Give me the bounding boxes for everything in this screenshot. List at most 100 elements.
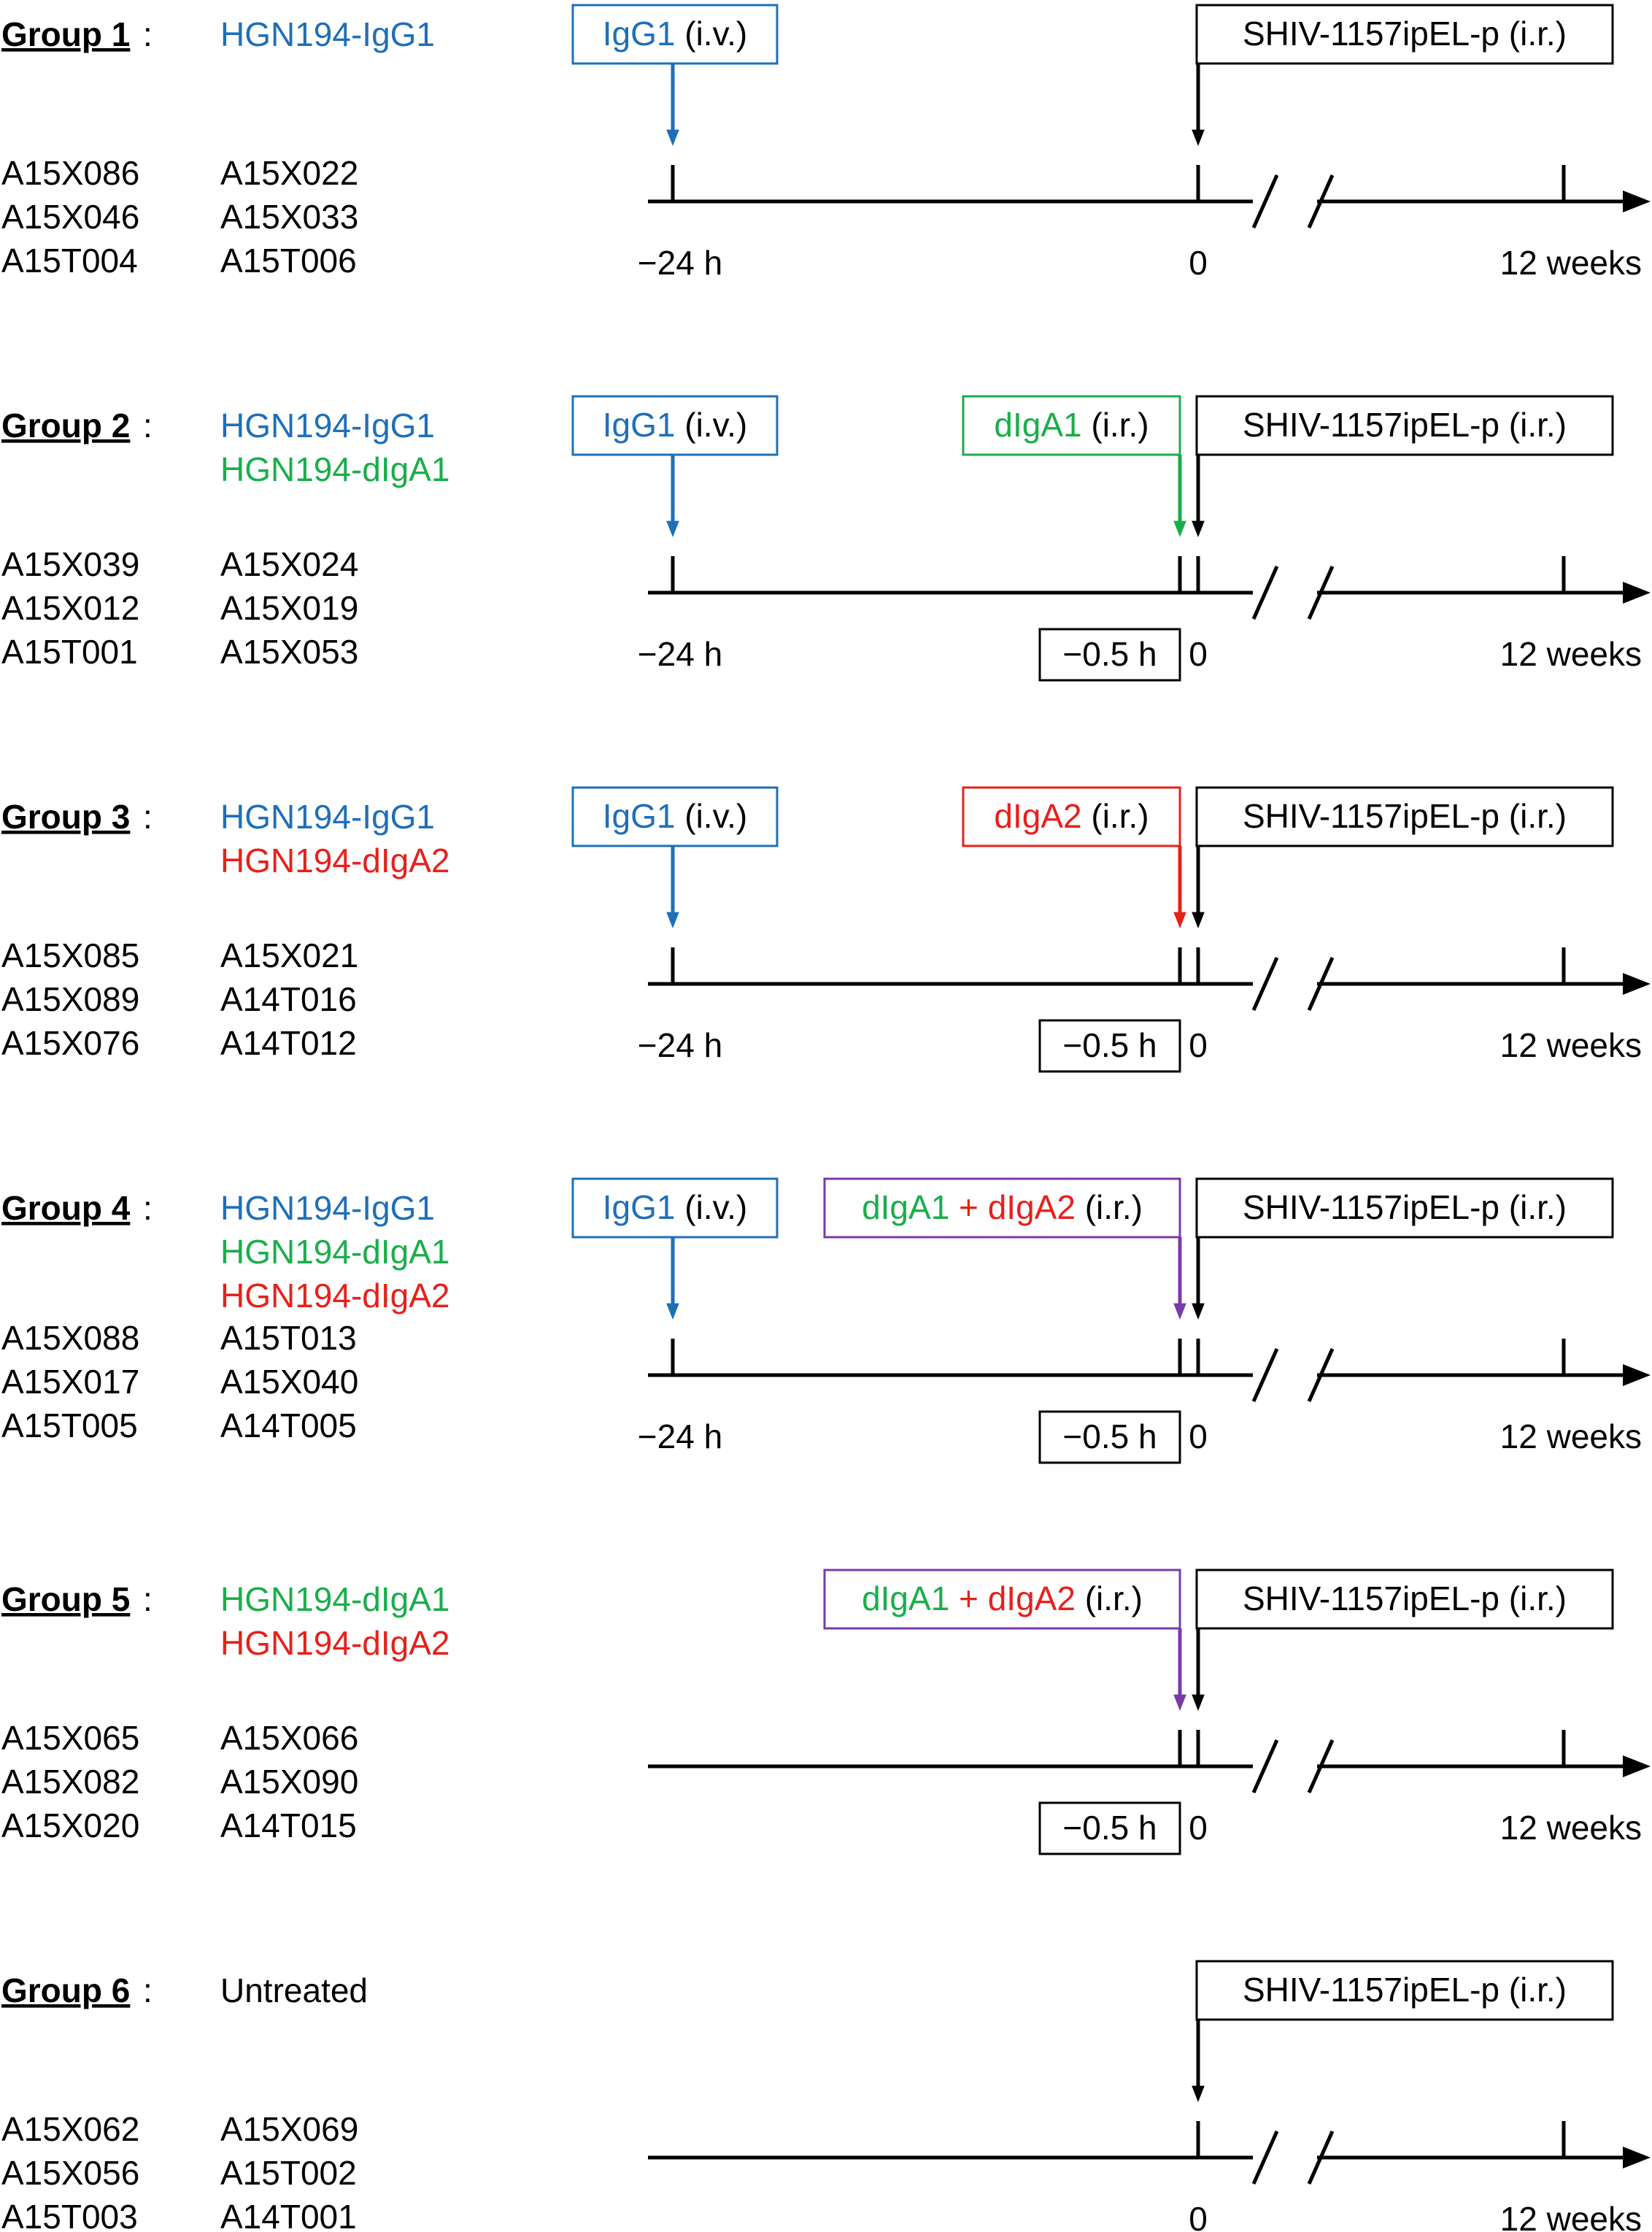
- animal-id: A14T016: [220, 980, 357, 1018]
- animal-id: A15T004: [1, 242, 138, 280]
- axis-break-slash: [1251, 956, 1279, 1012]
- iv-igg1-label-route: (i.v.): [675, 15, 747, 53]
- challenge-box: [1195, 1177, 1614, 1239]
- axis-break-slash: [1307, 1347, 1335, 1403]
- animal-id: A15T013: [220, 1319, 357, 1357]
- challenge-arrowhead: [1192, 912, 1205, 928]
- ir-arrowhead: [1173, 520, 1186, 537]
- iv-igg1-label: IgG1 (i.v.): [603, 15, 748, 53]
- challenge-label: SHIV-1157ipEL-p (i.r.): [1243, 1971, 1567, 2009]
- tick-label-12-weeks: 12 weeks: [1500, 1417, 1642, 1455]
- group-title: Group 6: [1, 1971, 130, 2009]
- animal-id: A15X062: [1, 2110, 139, 2148]
- treatment-label: HGN194-IgG1: [220, 407, 435, 445]
- axis-break-slash: [1307, 174, 1335, 229]
- ir-dIgA-label-part: dIgA2: [994, 797, 1081, 835]
- iv-igg1-box: [571, 1177, 779, 1239]
- challenge-label: SHIV-1157ipEL-p (i.r.): [1243, 15, 1567, 53]
- animal-id: A15T005: [1, 1406, 138, 1444]
- ir-dIgA-label-part: (i.r.): [1076, 1188, 1143, 1226]
- challenge-box: [1195, 1569, 1614, 1630]
- challenge-label: SHIV-1157ipEL-p (i.r.): [1243, 406, 1567, 444]
- ir-dIgA-label-part: dIgA1: [862, 1579, 949, 1617]
- axis-break-slash: [1251, 1347, 1279, 1403]
- treatment-label: HGN194-IgG1: [220, 15, 435, 53]
- animal-id: A15X069: [220, 2110, 358, 2148]
- challenge-label: SHIV-1157ipEL-p (i.r.): [1243, 797, 1567, 835]
- group-title: Group 1: [1, 15, 130, 53]
- group-title-colon: :: [143, 407, 153, 445]
- tick-label-zero: 0: [1189, 1026, 1208, 1064]
- group-title-colon: :: [143, 798, 153, 836]
- animal-id: A15T003: [1, 2198, 138, 2232]
- ir-arrowhead: [1173, 1303, 1186, 1320]
- tick-label-12-weeks: 12 weeks: [1500, 244, 1642, 282]
- ir-dIgA-label-part: dIgA1: [994, 406, 1081, 444]
- challenge-arrowhead: [1192, 1694, 1205, 1711]
- ir-dIgA-label-part: dIgA1: [862, 1188, 949, 1226]
- minus-0.5h-box: [1038, 628, 1181, 682]
- timeline-arrowhead: [1623, 1755, 1651, 1777]
- animal-id: A14T012: [220, 1024, 357, 1062]
- minus-0.5h-box: [1038, 1410, 1181, 1464]
- treatment-label: HGN194-dIgA2: [220, 1624, 450, 1662]
- animal-id: A15X066: [220, 1719, 358, 1757]
- animal-id: A15X040: [220, 1363, 358, 1401]
- tick-label-12-weeks: 12 weeks: [1500, 2200, 1642, 2232]
- group-title-colon: :: [143, 1580, 153, 1618]
- axis-break-slash: [1307, 956, 1335, 1012]
- ir-dIgA-label-part: +: [949, 1188, 987, 1226]
- challenge-box: [1195, 395, 1614, 456]
- iv-igg1-label-route: (i.v.): [675, 406, 747, 444]
- ir-dIgA-label-part: (i.r.): [1082, 406, 1149, 444]
- ir-dIgA-label-part: dIgA2: [988, 1579, 1076, 1617]
- group-title: Group 4: [1, 1189, 131, 1227]
- animal-id: A15T006: [220, 242, 357, 280]
- treatment-label: HGN194-dIgA2: [220, 1277, 450, 1315]
- animal-id: A15X053: [220, 633, 358, 671]
- iv-igg1-box: [571, 4, 779, 65]
- axis-break-slash: [1307, 565, 1335, 620]
- iv-igg1-label: IgG1 (i.v.): [603, 406, 748, 444]
- treatment-label: HGN194-IgG1: [220, 1189, 435, 1227]
- ir-dIgA-label-part: (i.r.): [1082, 797, 1149, 835]
- tick-label-12-weeks: 12 weeks: [1500, 1026, 1642, 1064]
- iv-igg1-label-route: (i.v.): [675, 1188, 747, 1226]
- group-title: Group 2: [1, 407, 130, 445]
- tick-label-minus-0.5h: −0.5 h: [1062, 1417, 1157, 1455]
- ir-dIgA-box: [823, 1177, 1181, 1239]
- animal-id: A15X022: [220, 154, 358, 192]
- ir-arrowhead: [1173, 912, 1186, 928]
- treatment-label: Untreated: [220, 1971, 368, 2009]
- tick-label-minus-0.5h: −0.5 h: [1062, 1026, 1157, 1064]
- ir-dIgA-label: dIgA1 + dIgA2 (i.r.): [862, 1188, 1143, 1226]
- treatment-label: HGN194-dIgA2: [220, 842, 450, 880]
- challenge-label: SHIV-1157ipEL-p (i.r.): [1243, 1188, 1567, 1226]
- challenge-box: [1195, 1960, 1614, 2021]
- animal-id: A15X024: [220, 545, 358, 583]
- minus-0.5h-box: [1038, 1801, 1181, 1855]
- challenge-label: SHIV-1157ipEL-p (i.r.): [1243, 1579, 1567, 1617]
- ir-dIgA-label: dIgA2 (i.r.): [994, 797, 1149, 835]
- animal-id: A15X021: [220, 936, 358, 974]
- axis-break-slash: [1251, 2130, 1279, 2185]
- ir-dIgA-label-part: (i.r.): [1076, 1579, 1143, 1617]
- iv-igg1-label-antibody: IgG1: [603, 1188, 676, 1226]
- tick-label-zero: 0: [1189, 244, 1208, 282]
- tick-label-zero: 0: [1189, 635, 1208, 673]
- timeline-arrowhead: [1623, 2147, 1651, 2168]
- timeline-arrowhead: [1623, 191, 1651, 212]
- challenge-arrowhead: [1192, 1303, 1205, 1320]
- iv-arrowhead: [666, 520, 679, 537]
- challenge-arrowhead: [1192, 520, 1205, 537]
- animal-id: A15X033: [220, 198, 358, 236]
- animal-id: A15X065: [1, 1719, 139, 1757]
- tick-label-minus-24h: −24 h: [638, 635, 722, 673]
- ir-dIgA-box: [962, 395, 1181, 456]
- animal-id: A15X019: [220, 589, 358, 627]
- axis-break-slash: [1251, 174, 1279, 229]
- animal-id: A14T001: [220, 2198, 357, 2232]
- tick-label-minus-24h: −24 h: [638, 1026, 722, 1064]
- group-title-colon: :: [143, 1189, 153, 1227]
